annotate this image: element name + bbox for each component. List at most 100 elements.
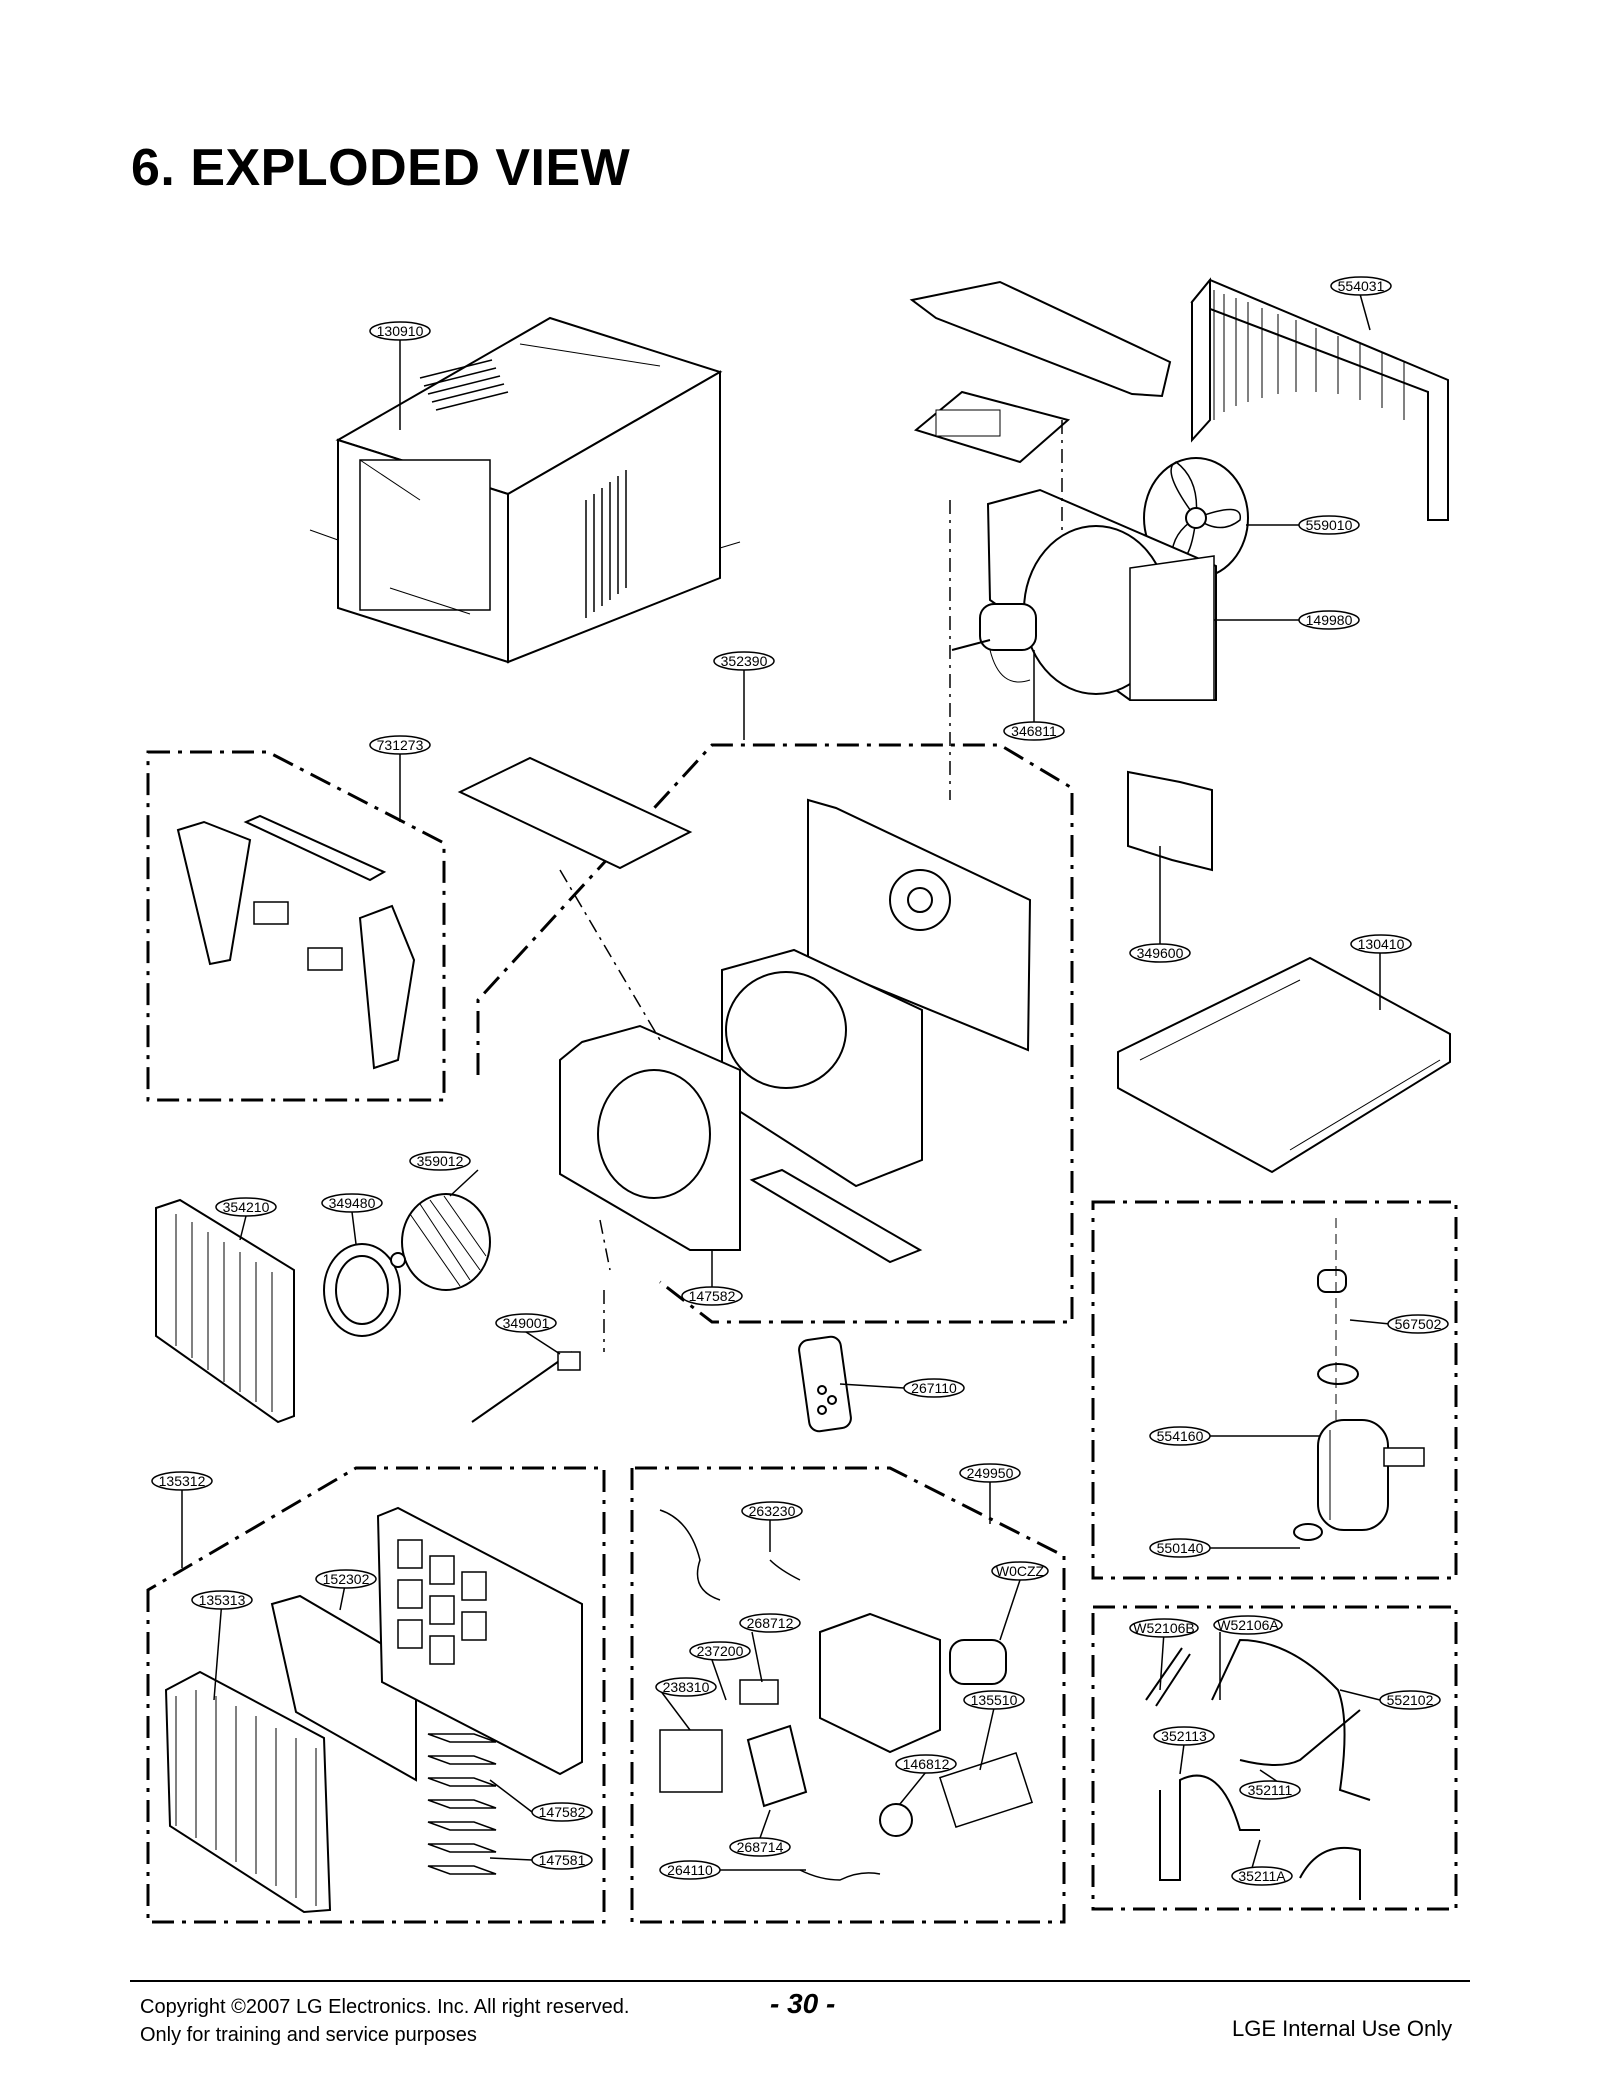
remote-drawing [798,1335,852,1433]
part-label: 147582 [531,1802,593,1822]
dashed-group-compressor [1091,1200,1458,1580]
dashed-group-indoor [476,743,1074,1324]
svg-text:147581: 147581 [539,1852,586,1868]
part-label: 267110 [903,1378,965,1398]
cabinet-drawing [309,316,741,664]
svg-text:359012: 359012 [417,1153,464,1169]
svg-text:349600: 349600 [1137,945,1184,961]
part-label: W0CZZ [991,1561,1049,1581]
part-label: 238310 [655,1677,717,1697]
bracket-plate-drawing [457,756,693,870]
part-label: 731273 [369,735,431,755]
page-number: - 30 - [770,1988,836,2019]
svg-text:268712: 268712 [747,1615,794,1631]
part-label: 567502 [1387,1314,1449,1334]
condenser-drawing [1190,277,1449,521]
orifice-drawing [559,1024,923,1264]
svg-text:135313: 135313 [199,1592,246,1608]
partition-drawing [807,798,1032,1052]
part-label: W52106B [1129,1618,1199,1638]
svg-text:135312: 135312 [159,1473,206,1489]
orifice-ring-drawing [323,1243,401,1337]
part-label: 349600 [1129,943,1191,963]
base-pan-drawing [1117,956,1451,1174]
filter-drawing [270,1594,417,1782]
svg-text:550140: 550140 [1157,1540,1204,1556]
svg-text:349001: 349001 [503,1315,550,1331]
part-label: 249950 [959,1463,1021,1483]
svg-text:346811: 346811 [1011,723,1057,739]
bracket-drawing [1127,770,1213,872]
louver-drawing [427,1733,497,1875]
part-label: 552102 [1379,1690,1441,1710]
part-label: 349480 [321,1193,383,1213]
dashed-group-front [146,1466,606,1924]
front-panel-drawing [164,1670,332,1914]
part-label: 268712 [739,1613,801,1633]
piping-drawing [1145,1638,1371,1900]
thermistor-drawing [471,1351,581,1423]
part-label: 130910 [369,321,431,341]
dashed-group-electrical [630,1466,1066,1924]
svg-text:149980: 149980 [1306,612,1353,628]
svg-text:146812: 146812 [903,1756,950,1772]
svg-text:152302: 152302 [323,1571,370,1587]
svg-text:147582: 147582 [539,1804,586,1820]
svg-text:554031: 554031 [1338,278,1385,294]
grille-drawing [376,1506,583,1776]
svg-text:731273: 731273 [377,737,424,753]
part-label: 359012 [409,1151,471,1171]
dashed-group-piping [1091,1605,1458,1911]
footer-training-note: Only for training and service purposes [140,2024,477,2046]
svg-text:267110: 267110 [911,1380,957,1396]
svg-text:552102: 552102 [1387,1692,1434,1708]
part-label: 237200 [689,1641,751,1661]
part-label: 349001 [495,1313,557,1333]
part-label: 135313 [191,1590,253,1610]
part-label: 135312 [151,1471,213,1491]
part-label: 149980 [1298,610,1360,630]
svg-text:354210: 354210 [223,1199,270,1215]
svg-text:263230: 263230 [749,1503,796,1519]
evaporator-drawing [155,1198,295,1424]
svg-text:130410: 130410 [1358,936,1405,952]
svg-text:135510: 135510 [971,1692,1018,1708]
svg-text:W52106A: W52106A [1217,1617,1279,1633]
svg-text:352111: 352111 [1248,1782,1293,1798]
part-label: 346811 [1003,721,1065,741]
svg-text:237200: 237200 [697,1643,744,1659]
footer-copyright: Copyright ©2007 LG Electronics. Inc. All… [140,1996,630,2018]
dashed-group-curtain [146,750,446,1102]
part-label: 352111 [1239,1780,1301,1800]
svg-text:249950: 249950 [967,1465,1014,1481]
part-label: 146812 [895,1754,957,1774]
svg-text:352113: 352113 [1161,1728,1207,1744]
part-label: 152302 [315,1569,377,1589]
svg-text:147582: 147582 [689,1288,736,1304]
svg-text:268714: 268714 [737,1839,784,1855]
part-label: 135510 [963,1690,1025,1710]
connector-lines [559,420,1063,1352]
svg-text:352390: 352390 [721,653,768,669]
part-label: W52106A [1213,1615,1283,1635]
part-label: 354210 [215,1197,277,1217]
part-label: 352390 [713,651,775,671]
svg-text:238310: 238310 [663,1679,710,1695]
leader-lines [181,293,1391,1871]
part-label: 263230 [741,1501,803,1521]
part-label: 35211A [1231,1866,1293,1886]
part-label: 147582 [681,1286,743,1306]
part-label: 550140 [1149,1538,1211,1558]
svg-text:W0CZZ: W0CZZ [996,1563,1045,1579]
part-labels: 130910 554031 559010 149980 352390 34681… [151,276,1449,1886]
svg-text:130910: 130910 [377,323,424,339]
top-cover-drawing [909,280,1172,464]
svg-text:35211A: 35211A [1238,1868,1286,1884]
part-label: 130410 [1350,934,1412,954]
footer-internal-note: LGE Internal Use Only [1232,2016,1453,2041]
part-label: 559010 [1298,515,1360,535]
part-label: 554031 [1330,276,1392,296]
compressor-drawing [1293,1218,1425,1541]
part-label: 268714 [729,1837,791,1857]
